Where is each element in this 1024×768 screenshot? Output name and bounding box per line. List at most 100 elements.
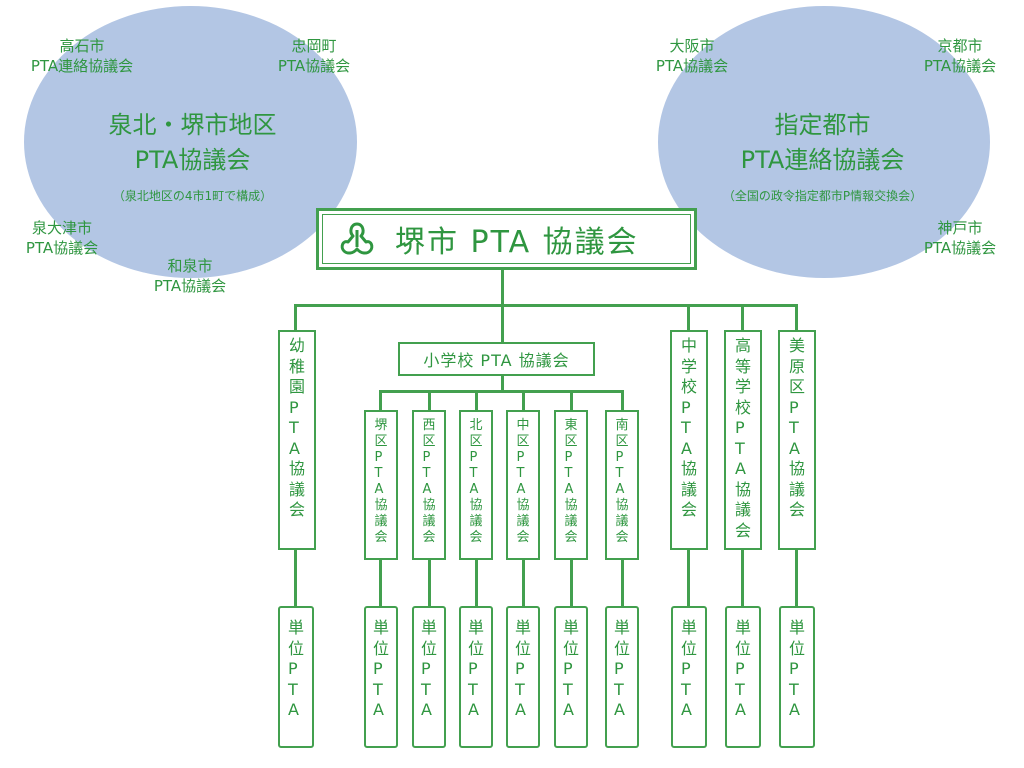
drop-line-junior-high (687, 304, 690, 332)
branch-name: 中学校 (680, 336, 697, 396)
right-member-1: 大阪市 PTA協議会 (632, 36, 752, 77)
member-name: 和泉市 (167, 257, 213, 275)
drop-sakai-ku (379, 390, 382, 412)
drop-nishi-ku (428, 390, 431, 412)
member-council: PTA協議会 (655, 57, 729, 76)
elementary-stem-line (501, 374, 504, 392)
root-council-box: 堺市 PTA 協議会 (316, 208, 697, 270)
branch-name: 高等学校 (734, 336, 751, 417)
left-member-1: 高石市 PTA連絡協議会 (2, 36, 162, 77)
member-council: PTA協議会 (25, 239, 99, 258)
left-member-4: 和泉市 PTA協議会 (130, 256, 250, 297)
left-member-2: 忠岡町 PTA協議会 (250, 36, 378, 77)
main-bus-line (294, 304, 798, 307)
region-title: 泉北・堺市地区 (108, 111, 277, 139)
root-stem-line (501, 268, 504, 306)
elementary-bus-line (379, 390, 624, 393)
member-name: 京都市 (937, 37, 983, 55)
region-subtitle: PTA連絡協議会 (740, 145, 905, 174)
left-region-ellipse (24, 6, 357, 278)
drop-line-elementary (501, 304, 504, 344)
unit-line-kindergarten (294, 548, 297, 608)
member-council: PTA協議会 (277, 57, 351, 76)
member-name: 忠岡町 (291, 37, 337, 55)
right-member-3: 神戸市 PTA協議会 (900, 218, 1020, 259)
unit-line-higashi-ku (570, 558, 573, 608)
unit-line-naka-ku (522, 558, 525, 608)
unit-line-sakai-ku (379, 558, 382, 608)
drop-line-mihara (795, 304, 798, 332)
unit-line-minami-ku (621, 558, 624, 608)
drop-line-high-school (741, 304, 744, 332)
region-title: 指定都市 (774, 111, 871, 139)
district-name: 東区 (564, 418, 578, 449)
member-name: 神戸市 (937, 219, 983, 237)
right-region-ellipse (658, 6, 990, 278)
drop-higashi-ku (570, 390, 573, 412)
unit-line-junior-high (687, 548, 690, 608)
drop-minami-ku (621, 390, 624, 412)
left-member-3: 泉大津市 PTA協議会 (2, 218, 122, 259)
district-name: 西区 (422, 418, 436, 449)
drop-naka-ku (522, 390, 525, 412)
left-region-note: （泉北地区の4市1町で構成） (112, 189, 273, 203)
member-council: PTA協議会 (923, 57, 997, 76)
member-council: PTA連絡協議会 (30, 57, 134, 76)
left-region-title: 泉北・堺市地区 PTA協議会 (60, 108, 325, 178)
unit-line-kita-ku (475, 558, 478, 608)
sakai-city-emblem-icon (340, 222, 374, 255)
unit-line-nishi-ku (428, 558, 431, 608)
drop-kita-ku (475, 390, 478, 412)
elementary-council-title: 小学校 PTA 協議会 (423, 351, 570, 370)
member-name: 大阪市 (669, 37, 715, 55)
member-council: PTA協議会 (923, 239, 997, 258)
member-council: PTA協議会 (153, 277, 227, 296)
drop-line-kindergarten (294, 304, 297, 332)
district-name: 南区 (615, 418, 629, 449)
district-name: 堺区 (374, 418, 388, 449)
right-region-note: （全国の政令指定都市P情報交換会） (722, 189, 923, 203)
district-name: 中区 (516, 418, 530, 449)
district-name: 北区 (469, 418, 483, 449)
unit-line-high-school (741, 548, 744, 608)
unit-line-mihara (795, 548, 798, 608)
branch-name: 美原区 (788, 336, 805, 396)
member-name: 泉大津市 (31, 219, 92, 237)
root-council-title: 堺市 PTA 協議会 (395, 225, 639, 260)
